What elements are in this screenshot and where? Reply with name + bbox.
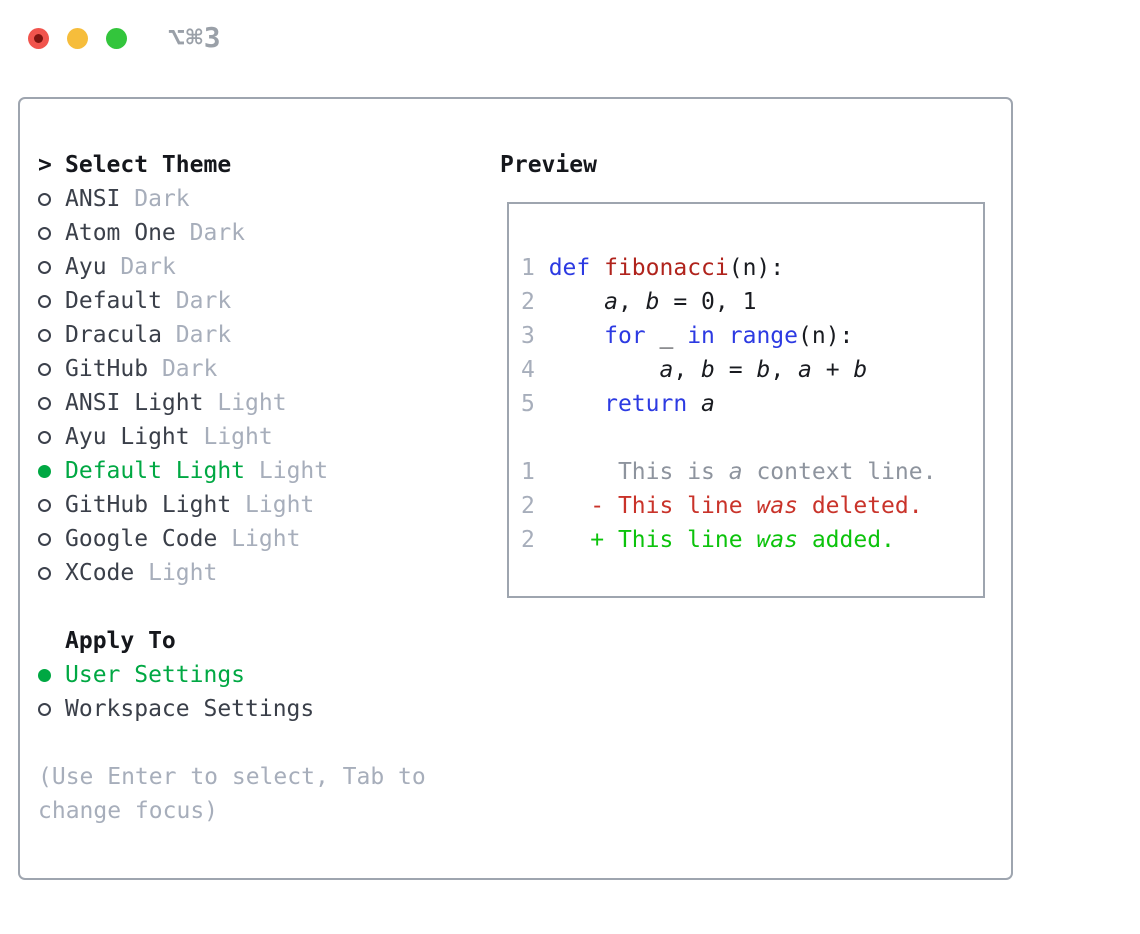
- radio-icon: [38, 430, 51, 444]
- help-text-line-1: (Use Enter to select, Tab to: [38, 764, 426, 790]
- preview-code-line: [521, 421, 983, 455]
- close-dot-icon: [34, 34, 43, 43]
- theme-option-dracula-dark[interactable]: Dracula Dark: [38, 318, 426, 352]
- preview-code-line: 1 This is a context line.: [521, 459, 937, 485]
- radio-icon: [38, 260, 51, 274]
- main-panel: > Select Theme ANSI Dark Atom One Dark A…: [18, 97, 1013, 880]
- theme-list-title: Select Theme: [65, 152, 232, 178]
- preview-code: 1 def fibonacci(n): 2 a, b = 0, 1 3 for _ …: [521, 251, 983, 557]
- apply-option-user-settings[interactable]: User Settings: [38, 658, 426, 692]
- theme-option-ansi-dark[interactable]: ANSI Dark: [38, 182, 426, 216]
- radio-icon: [38, 294, 51, 308]
- titlebar: ⌥⌘3: [0, 0, 1140, 76]
- theme-option-ayu-light[interactable]: Ayu Light Light: [38, 420, 426, 454]
- theme-option-xcode-light[interactable]: XCode Light: [38, 556, 426, 590]
- minimize-button[interactable]: [67, 28, 88, 49]
- preview-pane: 1 def fibonacci(n): 2 a, b = 0, 1 3 for _ …: [507, 202, 985, 598]
- radio-icon: [38, 192, 51, 206]
- radio-selected-icon: [38, 668, 51, 682]
- preview-code-line: 1 def fibonacci(n):: [521, 255, 785, 281]
- zoom-button[interactable]: [106, 28, 127, 49]
- radio-icon: [38, 702, 51, 716]
- window-title-shortcut: ⌥⌘3: [168, 21, 222, 54]
- preview-code-line: 2 - This line was deleted.: [521, 493, 923, 519]
- apply-to-header: Apply To: [38, 624, 426, 658]
- theme-option-ansi-light[interactable]: ANSI Light Light: [38, 386, 426, 420]
- theme-option-google-code-light[interactable]: Google Code Light: [38, 522, 426, 556]
- theme-selector: > Select Theme ANSI Dark Atom One Dark A…: [38, 148, 426, 828]
- preview-code-line: 4 a, b = b, a + b: [521, 357, 868, 383]
- radio-icon: [38, 362, 51, 376]
- apply-option-workspace-settings[interactable]: Workspace Settings: [38, 692, 426, 726]
- preview-code-line: 5 return a: [521, 391, 715, 417]
- radio-icon: [38, 566, 51, 580]
- window-controls: [28, 28, 127, 49]
- radio-icon: [38, 226, 51, 240]
- radio-icon: [38, 498, 51, 512]
- radio-icon: [38, 396, 51, 410]
- theme-option-ayu-dark[interactable]: Ayu Dark: [38, 250, 426, 284]
- preview-code-line: 3 for _ in range(n):: [521, 323, 854, 349]
- radio-icon: [38, 328, 51, 342]
- radio-icon: [38, 532, 51, 546]
- close-button[interactable]: [28, 28, 49, 49]
- preview-code-line: 2 a, b = 0, 1: [521, 289, 757, 315]
- theme-option-github-dark[interactable]: GitHub Dark: [38, 352, 426, 386]
- spacer: [38, 726, 426, 760]
- theme-list-header: > Select Theme: [38, 148, 426, 182]
- help-text-line-2: change focus): [38, 798, 219, 824]
- focus-caret-icon: >: [38, 152, 52, 178]
- theme-option-default-light[interactable]: Default Light Light: [38, 454, 426, 488]
- apply-to-title: Apply To: [65, 628, 176, 654]
- preview-code-line: 2 + This line was added.: [521, 527, 895, 553]
- theme-option-default-dark[interactable]: Default Dark: [38, 284, 426, 318]
- theme-option-github-light[interactable]: GitHub Light Light: [38, 488, 426, 522]
- preview-title: Preview: [500, 152, 597, 178]
- theme-option-atom-one-dark[interactable]: Atom One Dark: [38, 216, 426, 250]
- radio-selected-icon: [38, 464, 51, 478]
- spacer: [38, 590, 426, 624]
